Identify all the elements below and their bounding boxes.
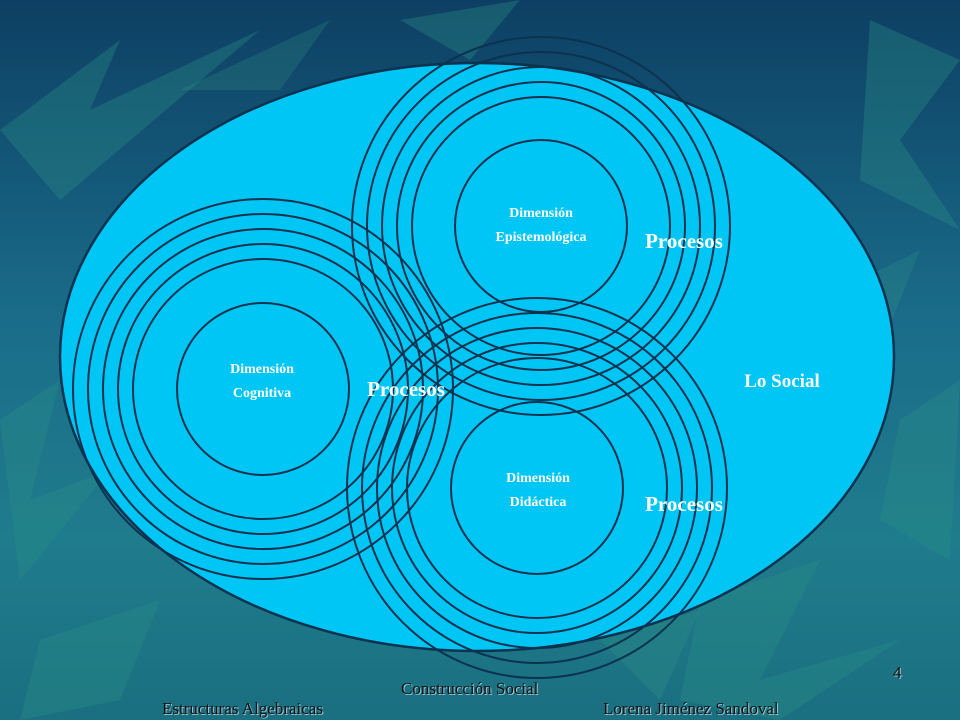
epistemologica-label-line2: Epistemológica bbox=[496, 230, 587, 245]
epistemologica-rings bbox=[351, 36, 731, 416]
footer-right-text: Lorena Jiménez Sandoval bbox=[603, 699, 779, 718]
footer-left-text: Estructuras Algebraicas bbox=[162, 699, 323, 718]
footer-center-text: Construcción Social bbox=[401, 679, 539, 698]
cognitiva-label-line1: Dimensión bbox=[230, 362, 294, 377]
page-number: 4 bbox=[893, 663, 902, 682]
didactica-label-line2: Didáctica bbox=[510, 495, 567, 510]
didactica-rings bbox=[346, 297, 728, 679]
epistemologica-label-line1: Dimensión bbox=[509, 206, 573, 221]
procesos-label-bottom: Procesos bbox=[645, 492, 723, 516]
procesos-label-top: Procesos bbox=[645, 229, 723, 253]
cognitiva-label-line2: Cognitiva bbox=[233, 386, 291, 401]
procesos-label-middle: Procesos bbox=[367, 377, 445, 401]
didactica-label-line1: Dimensión bbox=[506, 471, 570, 486]
lo-social-label: Lo Social bbox=[744, 371, 819, 392]
